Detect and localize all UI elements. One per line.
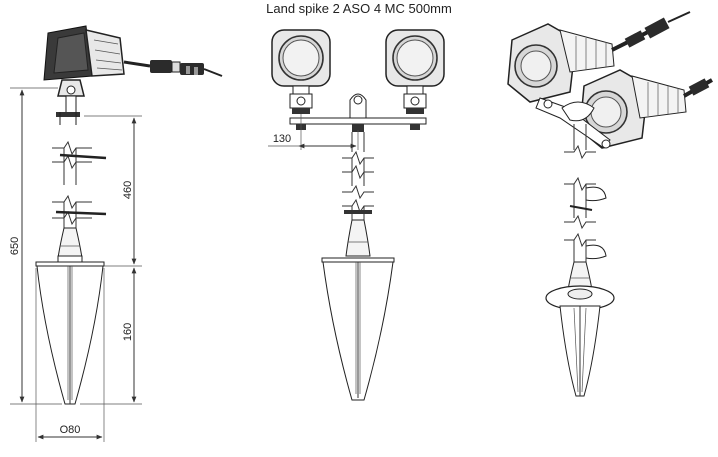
front-view-left-luminaire <box>271 29 331 114</box>
front-view-right-luminaire <box>385 29 445 114</box>
perspective-bracket <box>535 97 611 149</box>
side-view: 650 460 160 O80 <box>9 25 223 442</box>
dim-total-height: 650 <box>9 237 21 255</box>
dim-spike-width: O80 <box>60 424 81 436</box>
perspective-upper-luminaire <box>507 11 691 103</box>
front-view-crossbar <box>289 93 427 132</box>
drawing-title: Land spike 2 ASO 4 MC 500mm <box>266 1 452 16</box>
dim-upper-height: 460 <box>122 181 134 199</box>
front-view-pole <box>342 132 374 257</box>
front-view-dimension: 130 <box>268 114 359 150</box>
dim-spike-height: 160 <box>122 323 134 341</box>
side-view-dimensions: 650 460 160 O80 <box>9 87 142 442</box>
front-view-spike <box>321 257 395 401</box>
side-view-luminaire <box>43 25 223 97</box>
perspective-lower-luminaire <box>579 69 713 149</box>
dim-arm-offset: 130 <box>273 133 291 145</box>
side-view-spike <box>35 261 105 405</box>
perspective-pole <box>564 124 607 291</box>
front-view: 130 <box>268 29 445 401</box>
perspective-spike <box>545 285 615 397</box>
side-view-pole <box>52 95 107 263</box>
perspective-view <box>507 11 713 397</box>
